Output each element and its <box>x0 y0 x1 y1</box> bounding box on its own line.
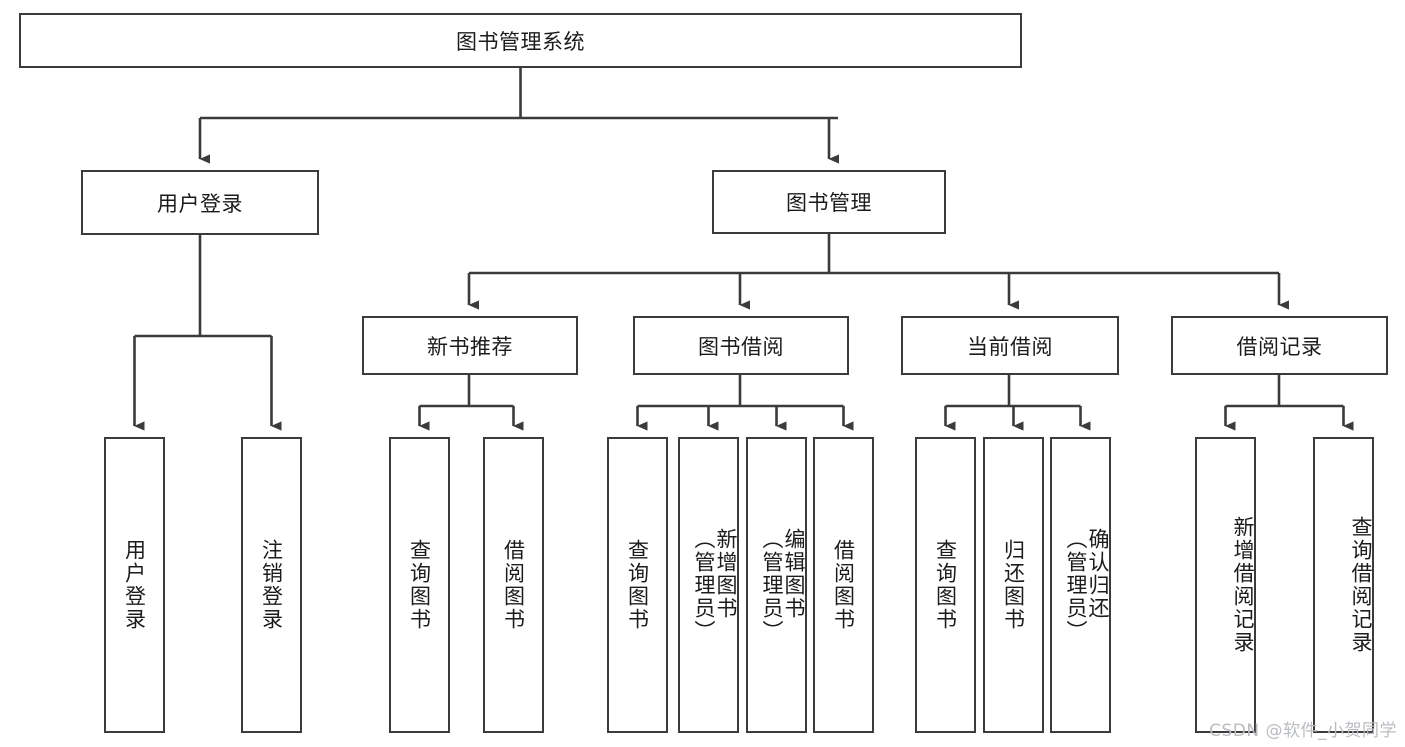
node-book-borrow[interactable]: 图书借阅 <box>633 316 849 375</box>
node-leaf-query-record-label: 查询借阅记录 <box>1349 516 1373 654</box>
node-leaf-query-book-3-label: 查询图书 <box>933 539 958 631</box>
node-leaf-borrow-book-2[interactable]: 借阅图书 <box>813 437 874 733</box>
node-current-borrow[interactable]: 当前借阅 <box>901 316 1119 375</box>
node-book-borrow-label: 图书借阅 <box>698 334 784 359</box>
node-leaf-query-book-2-label: 查询图书 <box>625 539 650 631</box>
node-root-label: 图书管理系统 <box>456 29 585 54</box>
node-leaf-borrow-book-2-label: 借阅图书 <box>831 539 856 631</box>
node-leaf-return-book[interactable]: 归还图书 <box>983 437 1044 733</box>
node-borrow-record-label: 借阅记录 <box>1236 334 1323 359</box>
node-leaf-user-login-label: 用户登录 <box>122 539 147 631</box>
node-new-book-recommend[interactable]: 新书推荐 <box>362 316 578 375</box>
node-borrow-record[interactable]: 借阅记录 <box>1171 316 1388 375</box>
node-user-login[interactable]: 用户登录 <box>81 170 319 235</box>
node-leaf-query-book-2[interactable]: 查询图书 <box>607 437 668 733</box>
node-leaf-query-book-3[interactable]: 查询图书 <box>915 437 976 733</box>
node-new-book-recommend-label: 新书推荐 <box>427 334 513 359</box>
node-user-login-label: 用户登录 <box>157 191 243 216</box>
node-current-borrow-label: 当前借阅 <box>967 334 1053 359</box>
node-leaf-edit-book-label: 编辑图书 （管理员） <box>759 527 806 643</box>
node-leaf-add-book-label: 新增图书 （管理员） <box>691 527 738 643</box>
node-leaf-user-login[interactable]: 用户登录 <box>104 437 165 733</box>
node-leaf-query-record[interactable]: 查询借阅记录 <box>1313 437 1374 733</box>
node-leaf-user-logout[interactable]: 注销登录 <box>241 437 302 733</box>
node-leaf-add-record-label: 新增借阅记录 <box>1231 516 1255 654</box>
node-leaf-confirm-return[interactable]: 确认归还 （管理员） <box>1050 437 1111 733</box>
node-leaf-query-book-1-label: 查询图书 <box>407 539 432 631</box>
node-leaf-borrow-book-1-label: 借阅图书 <box>501 539 526 631</box>
node-book-manage-label: 图书管理 <box>786 191 872 215</box>
node-root[interactable]: 图书管理系统 <box>19 13 1022 68</box>
node-leaf-borrow-book-1[interactable]: 借阅图书 <box>483 437 544 733</box>
node-leaf-return-book-label: 归还图书 <box>1001 539 1026 631</box>
node-leaf-add-book[interactable]: 新增图书 （管理员） <box>678 437 739 733</box>
node-leaf-confirm-return-label: 确认归还 （管理员） <box>1063 527 1110 643</box>
node-leaf-query-book-1[interactable]: 查询图书 <box>389 437 450 733</box>
node-book-manage[interactable]: 图书管理 <box>712 170 946 234</box>
node-leaf-add-record[interactable]: 新增借阅记录 <box>1195 437 1256 733</box>
node-leaf-edit-book[interactable]: 编辑图书 （管理员） <box>746 437 807 733</box>
node-leaf-user-logout-label: 注销登录 <box>259 539 284 631</box>
